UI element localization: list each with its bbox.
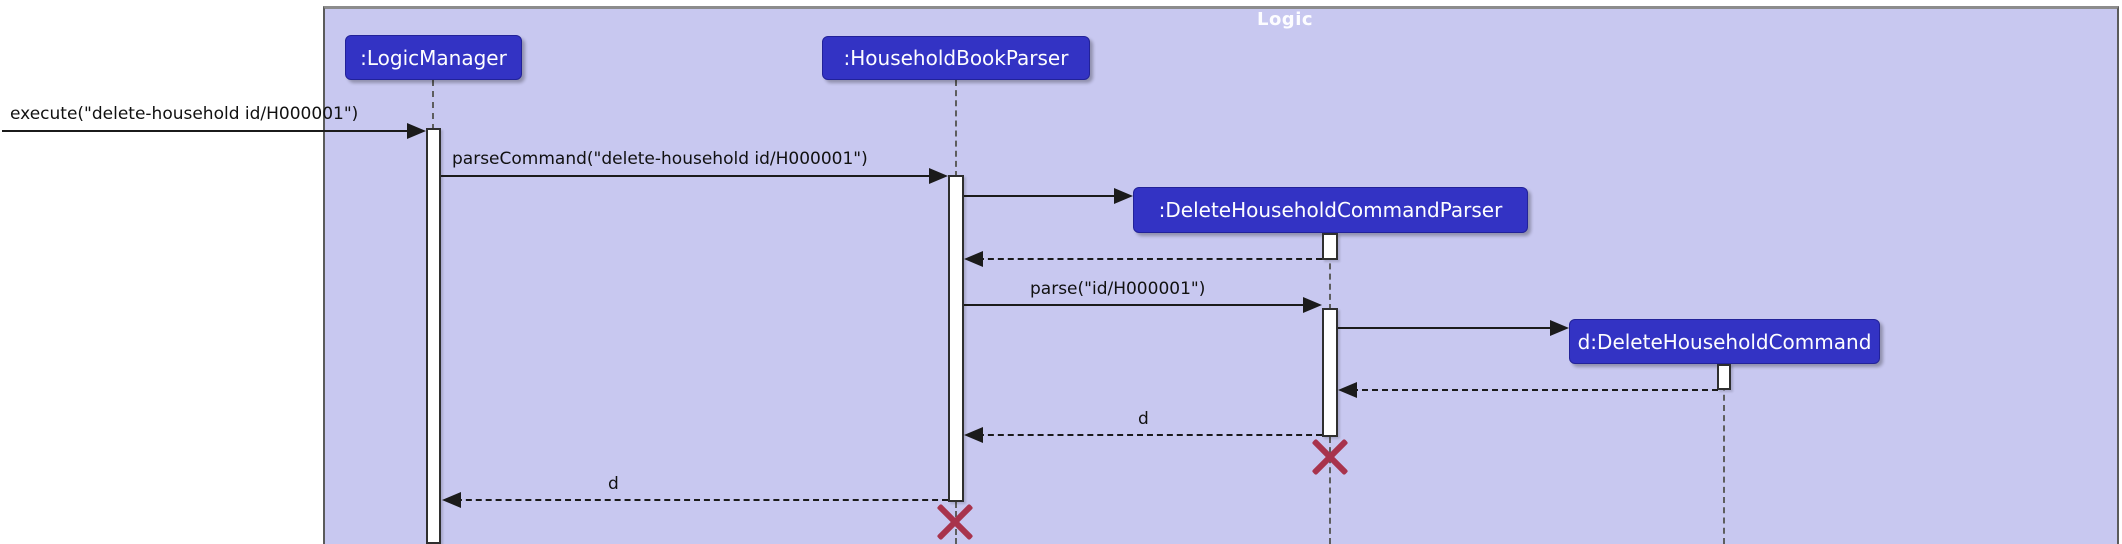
participant-box: d:DeleteHouseholdCommand (1569, 319, 1880, 364)
destroy-x-icon (1311, 438, 1349, 476)
arrowhead-icon (1303, 297, 1322, 313)
message-label: execute("delete-household id/H000001") (10, 104, 359, 124)
message-line (1338, 327, 1565, 329)
arrowhead-icon (442, 492, 461, 508)
message-label: d (1138, 409, 1149, 429)
participant-box: :DeleteHouseholdCommandParser (1133, 187, 1528, 233)
arrowhead-icon (407, 123, 426, 139)
arrowhead-icon (964, 427, 983, 443)
activation-bar (1322, 308, 1338, 437)
message-line (964, 195, 1129, 197)
message-line (968, 258, 1322, 260)
message-label: parseCommand("delete-household id/H00000… (452, 149, 868, 169)
message-label: d (608, 474, 619, 494)
lifeline (1723, 364, 1725, 544)
activation-bar (1717, 364, 1731, 390)
participant-box: :LogicManager (345, 35, 522, 80)
activation-bar (948, 175, 964, 502)
logic-frame (323, 6, 2119, 544)
message-line (446, 499, 948, 501)
arrowhead-icon (929, 168, 948, 184)
activation-bar (1322, 233, 1338, 260)
destroy-x-icon (936, 503, 974, 541)
lifeline (1329, 233, 1331, 310)
arrowhead-icon (964, 251, 983, 267)
message-label: parse("id/H000001") (1030, 279, 1206, 299)
arrowhead-icon (1338, 382, 1357, 398)
lifeline (432, 80, 434, 130)
message-line (968, 434, 1322, 436)
message-line (1342, 389, 1718, 391)
message-line (441, 175, 944, 177)
message-line (2, 130, 422, 132)
arrowhead-icon (1550, 320, 1569, 336)
lifeline (955, 80, 957, 177)
participant-box: :HouseholdBookParser (822, 36, 1090, 80)
frame-title: Logic (1256, 9, 1314, 30)
lifeline (1329, 437, 1331, 544)
activation-bar (426, 128, 441, 544)
arrowhead-icon (1114, 188, 1133, 204)
message-line (964, 304, 1318, 306)
